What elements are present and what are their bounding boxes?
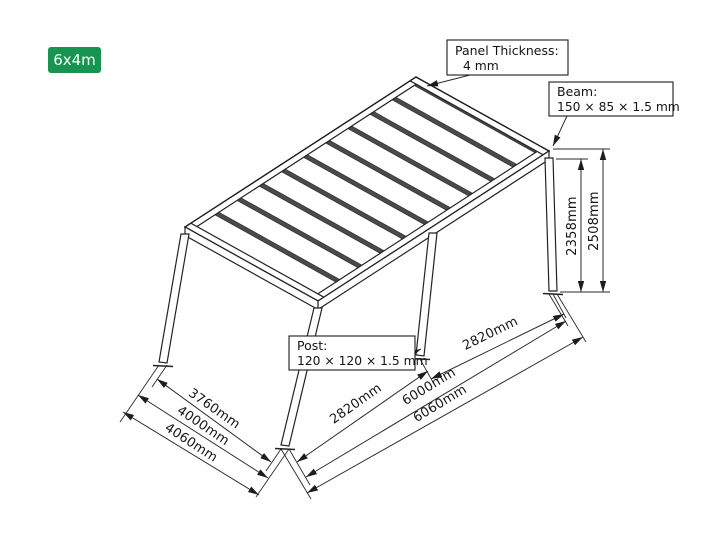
dimension-label-bay-side: 2820mm: [460, 314, 520, 354]
panel-callout-value: 4 mm: [463, 59, 499, 73]
post-front: [280, 307, 323, 447]
beam-callout-title: Beam:: [557, 84, 597, 99]
dimension-line-length-total: [306, 336, 584, 494]
panel-callout-title: Panel Thickness:: [455, 43, 559, 58]
post-callout: Post: 120 × 120 × 1.5 mm: [288, 335, 428, 371]
extension-line: [280, 448, 312, 500]
extension-line: [548, 293, 569, 327]
dimension-label-bay-front: 2820mm: [327, 381, 384, 427]
extension-line: [255, 448, 290, 498]
size-badge-label: 6x4m: [53, 51, 96, 69]
post-left: [158, 233, 190, 364]
panel-leader-line: [426, 74, 471, 87]
panel-thickness-callout: Panel Thickness: 4 mm: [446, 39, 569, 76]
dimension-line-bay-front: [296, 370, 429, 463]
post-callout-value: 120 × 120 × 1.5 mm: [297, 354, 428, 368]
height-dimensions: 2358mm 2508mm: [553, 148, 610, 293]
dimension-label-height-inner: 2358mm: [565, 196, 580, 256]
beam-leader-line: [552, 115, 568, 147]
size-badge: 6x4m: [48, 47, 101, 73]
post-callout-title: Post:: [297, 338, 327, 353]
dimension-line-width-total: [122, 411, 260, 496]
length-dimensions: 2820mm 6000mm 6060mm: [280, 293, 587, 500]
post-middle: [415, 232, 438, 357]
extension-line: [265, 448, 282, 472]
pergola-roof: [183, 76, 551, 311]
panel-callout-box: [446, 39, 569, 76]
dimension-label-height-total: 2508mm: [587, 191, 602, 251]
size-badge-bg: [48, 47, 101, 73]
beam-callout-box: [548, 81, 674, 117]
post-right: [544, 157, 558, 292]
width-dimensions: 3760mm 4000mm 4060mm: [119, 364, 290, 498]
extension-line: [288, 448, 311, 486]
beam-callout: Beam: 150 × 85 × 1.5 mm: [548, 81, 680, 117]
post-front-foot: [274, 447, 296, 451]
beam-callout-value: 150 × 85 × 1.5 mm: [557, 100, 680, 114]
extension-line: [556, 293, 587, 343]
extension-line: [151, 364, 168, 388]
post-left-foot: [152, 364, 174, 368]
